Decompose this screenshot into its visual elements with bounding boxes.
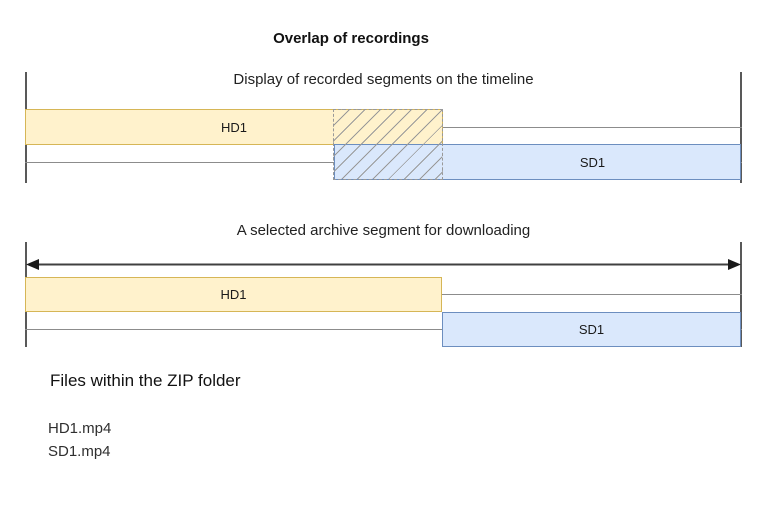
arrowhead-right-icon [728,259,741,270]
hd1-selected-segment: HD1 [25,277,442,312]
selected-segment-subtitle: A selected archive segment for downloadi… [236,222,531,239]
zip-files-heading: Files within the ZIP folder [50,371,241,390]
sd1-track-line-2 [25,329,742,330]
file-item-hd1: HD1.mp4 [48,420,112,437]
sd1-selected-segment: SD1 [442,312,741,347]
page-title: Overlap of recordings [273,30,429,47]
sd1-segment-label: SD1 [579,154,606,170]
hd1-selected-segment-label: HD1 [220,287,247,302]
selection-range-double-arrow-icon [26,259,741,270]
sd1-selected-segment-label: SD1 [578,322,605,337]
overlap-hatch-region [333,109,443,180]
arrowhead-left-icon [26,259,39,270]
hd1-segment-label: HD1 [220,119,247,135]
recorded-segments-subtitle: Display of recorded segments on the time… [233,71,534,88]
file-item-sd1: SD1.mp4 [48,443,111,460]
